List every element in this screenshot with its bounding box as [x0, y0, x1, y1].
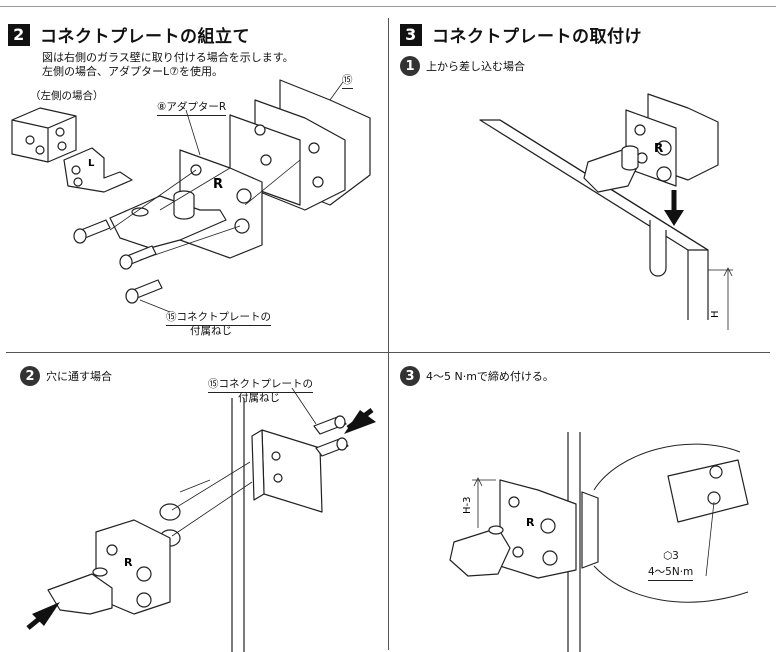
step-2-screw-label-1: ⑮コネクトプレートの: [208, 378, 313, 393]
hex-icon: ⬡: [663, 550, 673, 562]
section-2-desc-1: 図は右側のガラス壁に取り付ける場合を示します。: [42, 51, 294, 64]
section-3-title: 3 コネクトプレートの取付け: [400, 22, 642, 47]
connect-plate-through: [261, 429, 323, 513]
mark-r-through: R: [124, 556, 133, 569]
step-2: 2 穴に通す場合: [20, 366, 112, 386]
left-case-label: （左側の場合）: [30, 90, 104, 102]
vertical-divider: [388, 18, 389, 650]
mark-r-top: R: [654, 141, 663, 155]
tighten-illustration: H-3 R: [449, 432, 749, 652]
section-2-desc-2: 左側の場合、アダプターL⑦を使用。: [42, 65, 223, 78]
section-2-title-text: コネクトプレートの組立て: [40, 27, 250, 47]
through-hole-illustration: R: [26, 387, 376, 652]
hex-size: 3: [672, 550, 679, 562]
dim-h-3: H-3: [462, 497, 473, 515]
mark-r: R: [213, 177, 223, 192]
step-2-screw-label-2: 付属ねじ: [238, 392, 280, 404]
step-3-number: 3: [400, 366, 420, 386]
torque-label: 4～5N·m: [648, 566, 694, 581]
insert-from-top-illustration: H R: [479, 93, 733, 330]
part-15-label: ⑮: [342, 74, 353, 89]
step-2-number: 2: [20, 366, 40, 386]
step-3: 3 4～5 N·mで締め付ける。: [400, 366, 554, 386]
section-3-number: 3: [400, 23, 422, 46]
mark-r-tight: R: [526, 516, 535, 529]
arrow-right: [344, 410, 376, 434]
screw-label-2: 付属ねじ: [190, 325, 232, 337]
step-3-text: 4～5 N·mで締め付ける。: [426, 370, 554, 383]
left-adapter-block: [11, 107, 77, 163]
connect-plate-detail: [667, 459, 749, 523]
horizontal-divider: [6, 352, 770, 353]
arrow-left: [32, 602, 60, 626]
step-1-text: 上から差し込む場合: [426, 60, 525, 73]
hook-profile: [649, 220, 667, 277]
mark-l: L: [88, 158, 95, 169]
section-3-title-text: コネクトプレートの取付け: [432, 27, 642, 47]
adapter-r-tight: [499, 479, 577, 579]
adapter-r-label: ⑧アダプターR: [157, 101, 227, 116]
dim-h: H: [710, 310, 721, 318]
step-1-number: 1: [400, 56, 420, 76]
section-2-number: 2: [8, 23, 30, 46]
step-1: 1 上から差し込む場合: [400, 56, 525, 76]
section-2-title: 2 コネクトプレートの組立て: [8, 22, 250, 47]
screw-label-1: ⑮コネクトプレートの: [166, 311, 271, 326]
spacer-1: [159, 503, 181, 521]
top-rule: [0, 6, 776, 7]
down-arrow: [664, 210, 684, 226]
hex-key-label: ⬡3: [663, 550, 679, 563]
assembly-illustration: R L: [11, 79, 371, 313]
step-2-text: 穴に通す場合: [46, 370, 112, 383]
